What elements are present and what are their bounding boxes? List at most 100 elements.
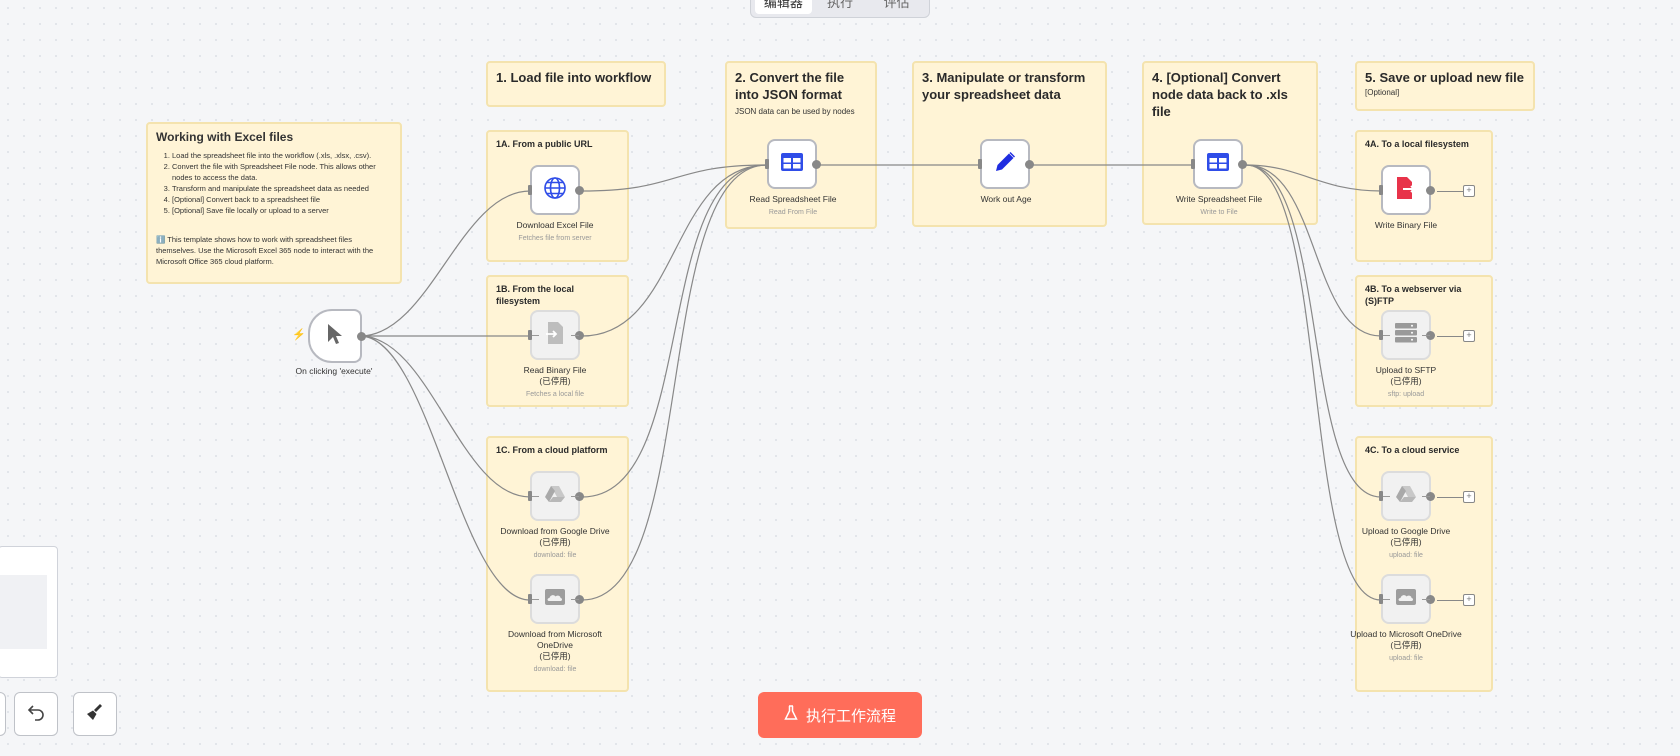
node-download-excel-file[interactable] xyxy=(528,165,584,215)
google-drive-icon xyxy=(1395,485,1417,508)
sticky-title: 4B. To a webserver via (S)FTP xyxy=(1365,284,1462,306)
node-name: Read Binary File xyxy=(523,365,587,375)
output-handle[interactable] xyxy=(1426,330,1435,340)
input-handle[interactable] xyxy=(528,185,532,195)
node-upload-onedrive[interactable] xyxy=(1379,574,1435,624)
node-label: Download from Google Drive (已停用) downloa… xyxy=(495,526,615,561)
tab-executions[interactable]: 执行 xyxy=(827,0,854,10)
zoom-controls-edge[interactable] xyxy=(0,692,6,736)
tab-evaluation[interactable]: 评估 xyxy=(883,0,910,10)
trigger-bolt-icon: ⚡ xyxy=(292,329,306,341)
node-label: Write Binary File xyxy=(1346,220,1466,231)
node-label: Download Excel File Fetches file from se… xyxy=(495,220,615,244)
output-handle[interactable] xyxy=(575,330,584,340)
node-disabled-tag: (已停用) xyxy=(539,651,571,661)
sticky-title: 4A. To a local filesystem xyxy=(1365,139,1469,149)
node-label: Read Spreadsheet File Read From File xyxy=(733,194,853,218)
execute-workflow-label: 执行工作流程 xyxy=(805,707,896,725)
add-node-button[interactable]: + xyxy=(1463,491,1475,503)
input-handle[interactable] xyxy=(528,330,532,340)
sticky-title: 1B. From the local filesystem xyxy=(496,284,575,306)
node-read-spreadsheet-file[interactable] xyxy=(765,139,821,189)
output-handle[interactable] xyxy=(1238,159,1247,169)
tab-editor[interactable]: 编辑器 xyxy=(755,0,812,14)
input-handle[interactable] xyxy=(765,159,769,169)
sticky-step-3[interactable]: 3. Manipulate or transform your spreadsh… xyxy=(912,61,1107,227)
node-label: On clicking 'execute' xyxy=(295,366,373,376)
sticky-step-5[interactable]: 5. Save or upload new file[Optional] xyxy=(1355,61,1535,111)
minimap[interactable] xyxy=(0,546,58,678)
node-subtitle: download: file xyxy=(533,666,577,673)
node-upload-google-drive[interactable] xyxy=(1379,471,1435,521)
node-label: Upload to Microsoft OneDrive (已停用) uploa… xyxy=(1346,629,1466,664)
node-name: Download from Google Drive xyxy=(500,526,610,536)
connector-stub xyxy=(1437,600,1465,601)
node-subtitle: upload: file xyxy=(1389,655,1423,662)
connector-stub xyxy=(1437,191,1465,192)
table-icon xyxy=(781,152,803,176)
node-label: Work out Age xyxy=(946,194,1066,205)
node-subtitle: upload: file xyxy=(1389,552,1423,559)
output-handle[interactable] xyxy=(357,331,366,341)
output-handle[interactable] xyxy=(1426,185,1435,195)
node-name: Upload to SFTP xyxy=(1375,365,1437,375)
output-handle[interactable] xyxy=(1426,594,1435,604)
file-import-icon xyxy=(545,321,565,350)
input-handle[interactable] xyxy=(1379,594,1383,604)
node-subtitle: Read From File xyxy=(768,209,818,216)
node-download-onedrive[interactable] xyxy=(528,574,584,624)
flask-icon xyxy=(784,705,798,725)
node-write-spreadsheet-file[interactable] xyxy=(1191,139,1247,189)
execute-workflow-button[interactable]: 执行工作流程 xyxy=(758,692,922,738)
input-handle[interactable] xyxy=(1379,330,1383,340)
undo-button[interactable] xyxy=(14,692,58,736)
add-node-button[interactable]: + xyxy=(1463,330,1475,342)
node-name: Write Binary File xyxy=(1374,220,1438,230)
intro-steps: Load the spreadsheet file into the workf… xyxy=(156,150,392,216)
node-read-binary-file[interactable] xyxy=(528,310,584,360)
node-subtitle: Fetches a local file xyxy=(526,391,584,398)
add-node-button[interactable]: + xyxy=(1463,594,1475,606)
node-disabled-tag: (已停用) xyxy=(1390,537,1422,547)
output-handle[interactable] xyxy=(575,185,584,195)
node-work-out-age[interactable] xyxy=(978,139,1034,189)
sticky-subtitle: JSON data can be used by nodes xyxy=(735,107,855,116)
intro-step: Load the spreadsheet file into the workf… xyxy=(172,150,392,161)
input-handle[interactable] xyxy=(1191,159,1195,169)
input-handle[interactable] xyxy=(978,159,982,169)
input-handle[interactable] xyxy=(1379,185,1383,195)
output-handle[interactable] xyxy=(575,491,584,501)
output-handle[interactable] xyxy=(575,594,584,604)
output-handle[interactable] xyxy=(812,159,821,169)
sticky-title: 1C. From a cloud platform xyxy=(496,445,608,455)
globe-icon xyxy=(543,176,567,205)
sticky-step-4[interactable]: 4. [Optional] Convert node data back to … xyxy=(1142,61,1318,225)
intro-sticky-note[interactable]: Working with Excel files Load the spread… xyxy=(146,122,402,284)
node-disabled-tag: (已停用) xyxy=(1390,640,1422,650)
node-name: Download from Microsoft OneDrive xyxy=(507,629,602,650)
node-disabled-tag: (已停用) xyxy=(539,537,571,547)
node-trigger[interactable] xyxy=(308,309,366,363)
undo-icon xyxy=(27,703,45,726)
input-handle[interactable] xyxy=(1379,491,1383,501)
sticky-subtitle: [Optional] xyxy=(1365,88,1400,97)
pencil-icon xyxy=(993,150,1017,179)
node-download-google-drive[interactable] xyxy=(528,471,584,521)
output-handle[interactable] xyxy=(1426,491,1435,501)
node-upload-sftp[interactable] xyxy=(1379,310,1435,360)
output-handle[interactable] xyxy=(1025,159,1034,169)
broom-icon xyxy=(86,703,104,726)
sticky-title: 1A. From a public URL xyxy=(496,139,593,149)
node-write-binary-file[interactable] xyxy=(1379,165,1435,215)
tidy-up-button[interactable] xyxy=(73,692,117,736)
node-subtitle: download: file xyxy=(533,552,577,559)
intro-title: Working with Excel files xyxy=(156,130,294,144)
add-node-button[interactable]: + xyxy=(1463,185,1475,197)
sticky-title: 1. Load file into workflow xyxy=(496,70,652,85)
node-name: Read Spreadsheet File xyxy=(749,194,837,204)
google-drive-icon xyxy=(544,485,566,508)
sticky-step-1[interactable]: 1. Load file into workflow xyxy=(486,61,666,107)
input-handle[interactable] xyxy=(528,594,532,604)
input-handle[interactable] xyxy=(528,491,532,501)
connector-stub xyxy=(1437,336,1465,337)
